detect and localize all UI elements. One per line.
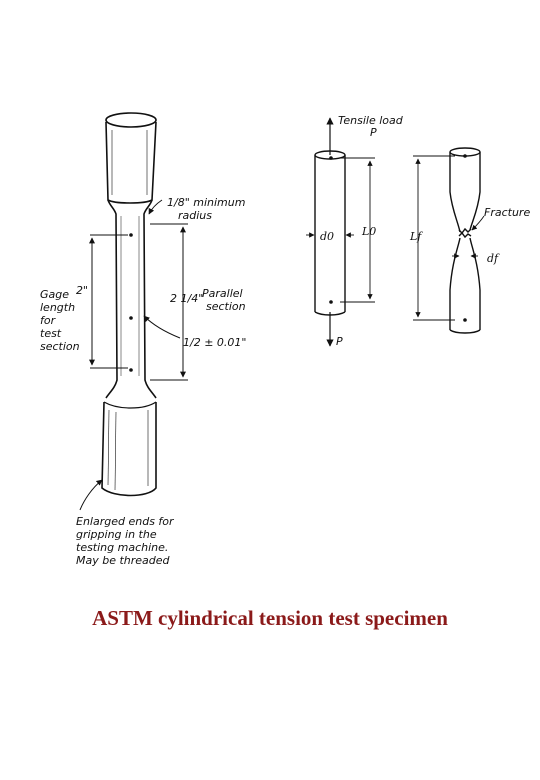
gage-note-1: Gage [40,288,69,301]
gage-note-4: test [40,327,62,340]
gage-note-2: length [40,301,75,314]
diameter-note: 1/2 ± 0.01" [183,336,246,349]
load-bottom-label: P [336,335,343,348]
left-specimen [79,112,188,511]
gage-note-3: for [40,314,57,327]
ends-note-3: testing machine. [76,541,168,554]
l0-label: L0 [361,225,376,238]
d0-label: d0 [320,230,334,243]
ends-note-1: Enlarged ends for [76,515,175,528]
gage-length-value: 2" [76,284,88,297]
load-note-line1: Tensile load [338,114,404,127]
lf-label: Lf [409,230,423,243]
ends-note-2: gripping in the [76,528,157,541]
fracture-label: Fracture [484,206,530,219]
figure-caption: ASTM cylindrical tension test specimen [92,606,448,630]
shank-left-edge [105,199,118,399]
load-note-line2: P [370,126,377,139]
parallel-length-value: 2 1/4" [170,292,203,305]
parallel-note-2: section [206,300,246,313]
df-label: df [487,252,500,265]
top-grip-end [105,112,157,128]
tension-specimen-diagram: 1/8" minimum radius 2" Gage length for t… [40,112,530,567]
original-specimen [306,117,375,347]
bottom-grip [101,401,157,497]
right-labels: Tensile load P P d0 L0 Lf Fracture df [320,114,530,348]
radius-note-line2: radius [178,209,212,222]
left-labels: 1/8" minimum radius 2" Gage length for t… [40,196,246,567]
radius-note-line1: 1/8" minimum [167,196,245,209]
top-grip [105,121,157,204]
gage-note-5: section [40,340,80,353]
fractured-specimen [413,147,485,334]
shank-right-edge [143,199,157,399]
parallel-note-1: Parallel [202,287,243,300]
ends-note-4: May be threaded [76,554,171,567]
